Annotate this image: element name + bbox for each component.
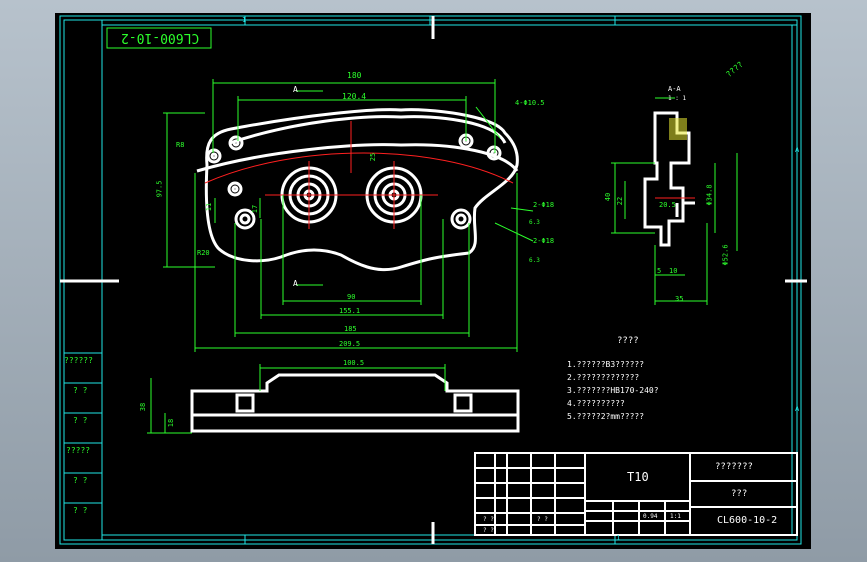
edge-letter-right2: A	[795, 405, 800, 413]
side-h1: 38	[139, 402, 148, 412]
title-mark: T10	[627, 470, 649, 484]
center-marks	[60, 16, 807, 544]
drawing-canvas	[59, 15, 807, 545]
dim-4holes: 4-Φ10.5	[515, 99, 545, 107]
notes-title: ????	[617, 336, 639, 346]
edge-num-top: 1	[242, 16, 247, 24]
holes-label-b: 2-Φ18	[533, 237, 555, 245]
side-label-3: ? ?	[73, 416, 88, 425]
section-ref-top: A	[293, 85, 298, 94]
dim-185: 185	[344, 325, 357, 333]
note-2: 2.?????????????	[567, 373, 640, 382]
tb-cell-3: ? ?	[537, 516, 548, 523]
code-cell: CL600-10-2	[717, 515, 778, 526]
side-label-1: ??????	[64, 356, 93, 365]
code-box	[106, 27, 212, 49]
section-hatch	[669, 118, 687, 140]
side-label-4: ?????	[66, 446, 91, 455]
dim-25: 25	[369, 152, 378, 162]
roughness-2: 6.3	[529, 257, 540, 264]
roughness-1: 6.3	[529, 219, 540, 226]
holes-label-a: 2-Φ18	[533, 201, 555, 209]
sec-dim-right2: Φ52.6	[721, 244, 730, 266]
side-label-5: ? ?	[73, 476, 88, 485]
section-dims	[611, 97, 738, 305]
note-3: 3.???????HB170-240?	[567, 386, 659, 395]
dim-200: 209.5	[339, 340, 361, 348]
dim-90: 90	[347, 293, 356, 301]
drawing-sheet: CL600-10-2 180 120.4 A A 90 155.1 185 20…	[55, 13, 811, 549]
tb-cell-1: ? ?	[483, 516, 494, 523]
side-label-2: ? ?	[73, 386, 88, 395]
section-label: A-A	[668, 85, 681, 93]
dim-r-low: R20	[197, 249, 210, 257]
section-view	[643, 111, 695, 247]
title-block	[474, 452, 798, 536]
section-ref-bottom: A	[293, 279, 298, 288]
side-h2: 18	[167, 418, 176, 428]
side-dim: 100.5	[343, 359, 365, 367]
scale-cell-1: 0.94	[643, 513, 658, 520]
note-1: 1.??????B3??????	[567, 360, 645, 369]
side-view	[190, 373, 520, 433]
dim-180: 180	[347, 71, 362, 80]
dim-97: 97.5	[155, 180, 164, 198]
dim-155: 155.1	[339, 307, 361, 315]
sec-dim-20: 20.5	[659, 201, 676, 209]
sec-dim-5: 5	[657, 267, 662, 275]
sec-dim-35: 35	[675, 295, 684, 303]
scale-cell-2: 1:1	[670, 513, 681, 520]
sec-dim-22: 22	[616, 196, 625, 206]
dim-11: 11	[205, 202, 214, 212]
section-scale: 1 : 1	[668, 95, 687, 102]
centerlines	[204, 121, 514, 229]
side-label-6: ? ?	[73, 506, 88, 515]
side-dims	[147, 364, 446, 434]
front-dims	[163, 79, 534, 352]
name-cell: ???????	[715, 462, 753, 472]
sec-dim-right: Φ34.8	[705, 184, 714, 206]
note-5: 5.?????2?mm?????	[567, 412, 645, 421]
dim-17: 17	[251, 204, 260, 214]
material-cell: ???	[731, 489, 748, 499]
sec-dim-40: 40	[604, 192, 613, 202]
tb-cell-2: ? ?	[483, 527, 494, 534]
dim-r-left: R8	[176, 141, 185, 149]
code-box-text: CL600-10-2	[121, 30, 200, 45]
edge-num-bottom: 1	[616, 534, 621, 542]
edge-letter-right: A	[795, 146, 800, 154]
sec-dim-10: 10	[669, 267, 678, 275]
dim-120: 120.4	[342, 92, 367, 101]
note-4: 4.??????????	[567, 399, 625, 408]
